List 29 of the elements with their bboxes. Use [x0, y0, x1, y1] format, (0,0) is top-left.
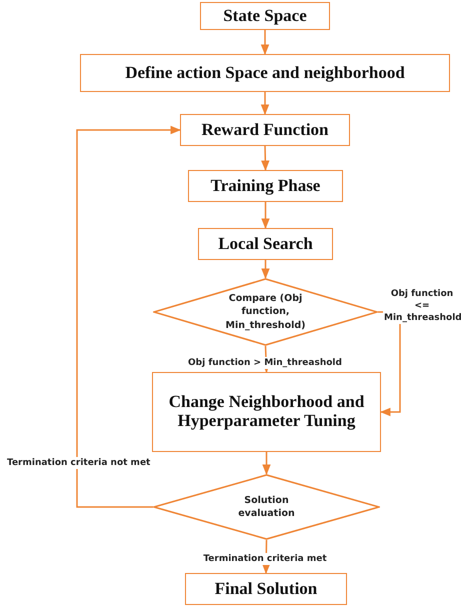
process-box — [198, 228, 333, 260]
arrow — [260, 92, 270, 116]
process-box — [152, 372, 381, 452]
arrow — [261, 260, 270, 280]
arrow — [261, 202, 270, 230]
decision-diamond — [153, 278, 378, 346]
process-box — [80, 54, 450, 92]
step-title: State Space — [223, 6, 307, 26]
arrow — [261, 146, 270, 172]
arrow — [76, 126, 182, 508]
arrow — [262, 452, 271, 476]
step-title: Final Solution — [214, 580, 318, 598]
edge-label: Termination criteria met — [202, 553, 328, 566]
step-title: Change Neighborhood and Hyperparameter Tuning — [168, 393, 366, 431]
decision-text: Compare (Obj function, Min_threshold) — [224, 292, 306, 332]
edge-label: Termination criteria not met — [6, 457, 152, 470]
decision-diamond — [153, 474, 380, 540]
step-title: Define action Space and neighborhood — [125, 64, 405, 82]
step-title: Local Search — [218, 234, 313, 254]
decision-text: Solution evaluation — [237, 494, 296, 520]
arrow — [260, 30, 270, 56]
process-box — [200, 2, 330, 30]
process-box — [188, 170, 343, 202]
step-title: Reward Function — [201, 120, 329, 140]
process-box — [180, 114, 350, 146]
process-box — [185, 573, 347, 605]
edge-label: Obj function <= Min_threashold — [383, 288, 461, 324]
step-title: Training Phase — [210, 176, 320, 196]
edge-label: Obj function > Min_threashold — [187, 357, 343, 370]
